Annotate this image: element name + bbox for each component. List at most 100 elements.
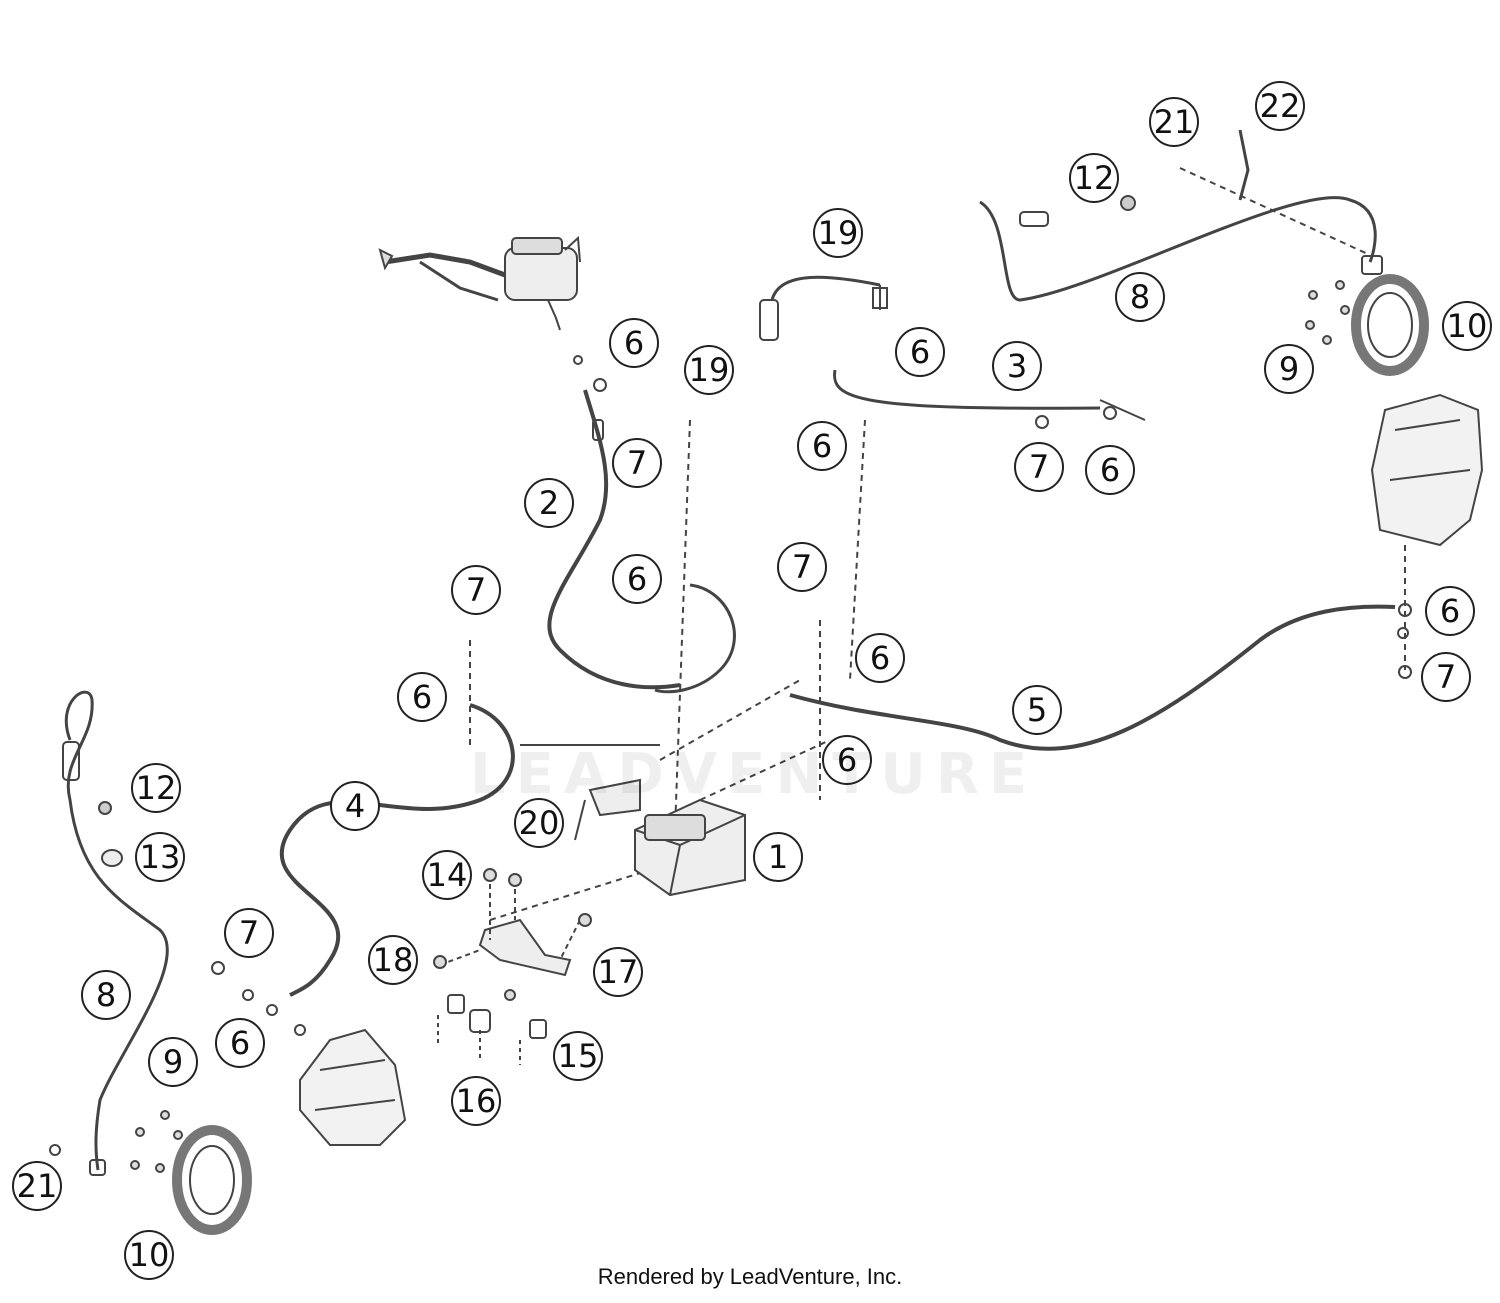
callout-circle <box>895 327 945 377</box>
callout-circle <box>1421 652 1471 702</box>
callout-12: 12 <box>1069 153 1119 203</box>
callout-number: 1 <box>768 838 788 876</box>
brake-line-2 <box>547 389 681 690</box>
callout-1: 1 <box>753 832 803 882</box>
callout-circle <box>422 850 472 900</box>
callout-number: 6 <box>910 333 930 371</box>
callout-6: 6 <box>822 735 872 785</box>
callout-number: 12 <box>136 769 177 807</box>
callout-5: 5 <box>1012 685 1062 735</box>
callout-number: 3 <box>1007 347 1027 385</box>
rear-brake-caliper <box>1370 393 1484 547</box>
callout-circle <box>1115 272 1165 322</box>
callout-circle <box>124 1230 174 1280</box>
callout-6: 6 <box>1085 445 1135 495</box>
callout-6: 6 <box>855 633 905 683</box>
callout-circle <box>777 542 827 592</box>
callout-circle <box>1255 81 1305 131</box>
callout-7: 7 <box>224 908 274 958</box>
callout-circle <box>1085 445 1135 495</box>
callout-7: 7 <box>777 542 827 592</box>
callout-number: 6 <box>812 427 832 465</box>
callout-14: 14 <box>422 850 472 900</box>
callout-19: 19 <box>684 345 734 395</box>
callout-number: 8 <box>96 976 116 1014</box>
front-brake-disc-10 <box>172 1125 252 1235</box>
callout-circle <box>215 1018 265 1068</box>
callout-circle <box>368 935 418 985</box>
callout-circle <box>1069 153 1119 203</box>
callout-number: 7 <box>792 548 812 586</box>
callout-circle <box>822 735 872 785</box>
callout-number: 19 <box>689 351 730 389</box>
callout-circle <box>135 832 185 882</box>
callout-number: 20 <box>519 804 560 842</box>
callout-6: 6 <box>397 672 447 722</box>
callout-number: 6 <box>870 639 890 677</box>
callout-number: 10 <box>1447 307 1488 345</box>
callout-number: 21 <box>17 1167 58 1205</box>
callout-number: 13 <box>140 838 181 876</box>
callout-circle <box>855 633 905 683</box>
callout-6: 6 <box>609 318 659 368</box>
callout-circle <box>1425 586 1475 636</box>
callout-circle <box>753 832 803 882</box>
callout-number: 16 <box>456 1082 497 1120</box>
callout-number: 6 <box>1100 451 1120 489</box>
callout-number: 18 <box>373 941 414 979</box>
callout-circle <box>524 478 574 528</box>
callout-circle <box>553 1031 603 1081</box>
callout-circle <box>397 672 447 722</box>
callout-10: 10 <box>1442 301 1492 351</box>
callout-circle <box>514 798 564 848</box>
callout-circle <box>451 1076 501 1126</box>
callout-8: 8 <box>81 970 131 1020</box>
callout-13: 13 <box>135 832 185 882</box>
abs-unit-1 <box>634 798 746 897</box>
callout-circle <box>12 1161 62 1211</box>
front-brake-caliper <box>299 1028 407 1146</box>
callout-circle <box>797 421 847 471</box>
callout-circle <box>1012 685 1062 735</box>
callout-15: 15 <box>553 1031 603 1081</box>
footer-credit: Rendered by LeadVenture, Inc. <box>597 1264 903 1289</box>
callout-number: 15 <box>558 1037 599 1075</box>
callout-6: 6 <box>612 554 662 604</box>
callout-circle <box>1442 301 1492 351</box>
callout-circle <box>813 208 863 258</box>
parts-drawing <box>49 129 1484 1235</box>
callout-number: 7 <box>239 914 259 952</box>
callout-7: 7 <box>1014 442 1064 492</box>
callout-circle <box>612 554 662 604</box>
callout-number: 7 <box>627 444 647 482</box>
callout-number: 9 <box>163 1043 183 1081</box>
callout-7: 7 <box>451 565 501 615</box>
callout-circle <box>148 1037 198 1087</box>
callout-number: 5 <box>1027 691 1047 729</box>
callout-number: 6 <box>412 678 432 716</box>
callout-4: 4 <box>330 781 380 831</box>
callout-circle <box>81 970 131 1020</box>
abs-sensor-hose-19a <box>770 275 881 301</box>
callout-number: 6 <box>1440 592 1460 630</box>
callout-21: 21 <box>1149 97 1199 147</box>
callout-circle <box>593 947 643 997</box>
callout-6: 6 <box>895 327 945 377</box>
callout-18: 18 <box>368 935 418 985</box>
callout-3: 3 <box>992 341 1042 391</box>
callout-number: 6 <box>837 741 857 779</box>
callout-8: 8 <box>1115 272 1165 322</box>
callout-7: 7 <box>1421 652 1471 702</box>
callout-number: 9 <box>1279 350 1299 388</box>
callout-number: 7 <box>1029 448 1049 486</box>
callout-circle <box>609 318 659 368</box>
brake-line-3 <box>833 369 1101 410</box>
rear-brake-line-8 <box>979 196 1377 302</box>
callout-20: 20 <box>514 798 564 848</box>
callout-6: 6 <box>1425 586 1475 636</box>
callout-number: 6 <box>627 560 647 598</box>
callout-circle <box>684 345 734 395</box>
callout-number: 14 <box>427 856 468 894</box>
